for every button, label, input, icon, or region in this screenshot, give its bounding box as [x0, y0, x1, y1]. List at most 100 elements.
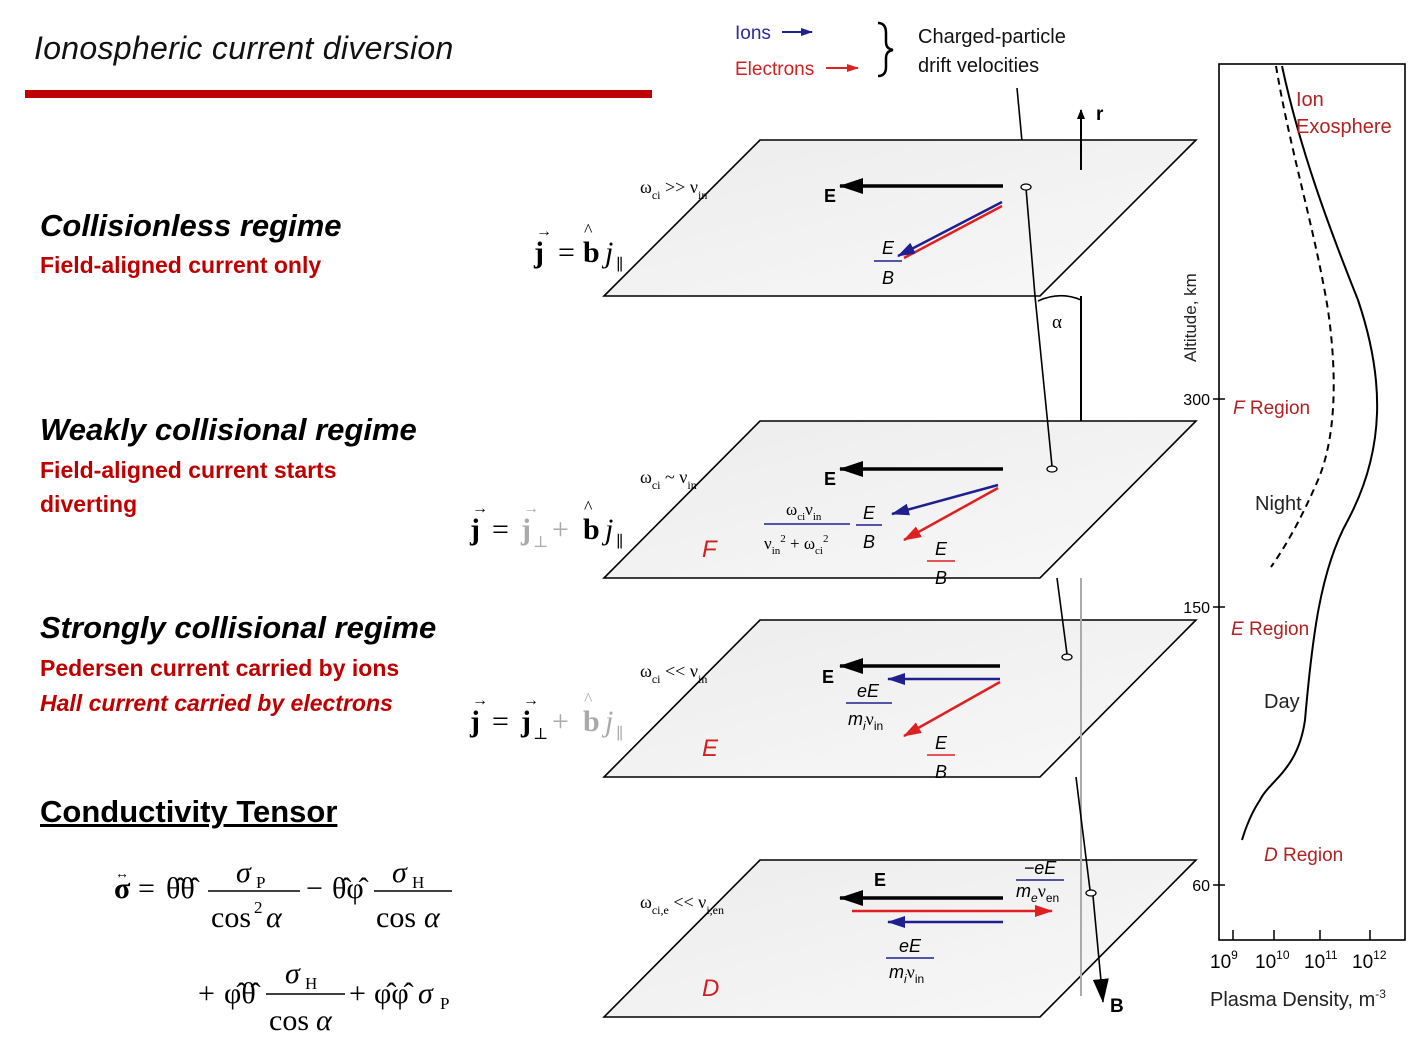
svg-text:⊥: ⊥	[533, 534, 548, 551]
f-region-label: F Region	[1233, 398, 1310, 419]
svg-text:σ: σ	[285, 957, 301, 990]
svg-text:θ̂θ̂: θ̂θ̂	[166, 872, 200, 905]
night-profile-curve	[1270, 65, 1335, 568]
alpha-label: α	[1052, 312, 1062, 333]
svg-text:σ: σ	[114, 872, 131, 905]
legend-brace	[877, 21, 894, 78]
svg-text:α: α	[424, 901, 441, 934]
svg-text:P: P	[256, 873, 265, 892]
d-region-label: D Region	[1264, 845, 1343, 866]
electron-drift-1	[903, 204, 1003, 260]
svg-text:+: +	[552, 513, 569, 546]
svg-text:2: 2	[254, 898, 263, 917]
svg-text:H: H	[412, 873, 424, 892]
b-pierce-2	[1046, 465, 1058, 473]
b-line-3	[1056, 577, 1068, 655]
svg-text:⊥: ⊥	[533, 726, 548, 743]
b-arrow	[1092, 895, 1109, 1003]
svg-text:α: α	[316, 1004, 333, 1037]
legend-caption-1: Charged-particle	[918, 26, 1066, 48]
cond-weakly: ωci ~ νin	[640, 467, 697, 492]
eb-den-3: B	[935, 762, 947, 782]
night-label: Night	[1255, 493, 1302, 515]
strongly-collisional-desc-1: Pedersen current carried by ions	[40, 655, 400, 681]
title-underline	[25, 90, 652, 98]
svg-text:^: ^	[584, 497, 593, 517]
svg-text:^: ^	[584, 220, 593, 240]
svg-text:cos: cos	[211, 901, 251, 934]
svg-text:∥: ∥	[616, 725, 623, 743]
svg-text:cos: cos	[269, 1004, 309, 1037]
plane-label-d: D	[702, 975, 719, 1002]
svg-text:=: =	[138, 872, 155, 905]
density-label-11: 1011	[1304, 948, 1338, 973]
alpha-arc	[1037, 294, 1082, 302]
b-line-2	[1034, 295, 1053, 467]
svg-text:P: P	[440, 994, 449, 1013]
e-label-1: E	[824, 186, 836, 206]
frac-wci-nu-num: ωciνin	[786, 500, 822, 523]
legend-electrons-label: Electrons	[735, 59, 814, 80]
alt-label-300: 300	[1183, 392, 1210, 409]
day-profile-curve	[1241, 65, 1379, 841]
svg-text:→: →	[523, 692, 539, 709]
svg-text:σ: σ	[236, 856, 252, 889]
b-pierce-4	[1085, 889, 1097, 897]
svg-text:b: b	[583, 236, 600, 269]
plane-e-region	[602, 619, 1198, 778]
alt-label-150: 150	[1183, 600, 1210, 617]
eq-collisionless: j → = b ^ j ∥	[533, 220, 623, 274]
svg-text:σ: σ	[418, 977, 434, 1010]
strongly-collisional-heading: Strongly collisional regime	[40, 610, 437, 645]
svg-text:j: j	[469, 513, 480, 546]
svg-text:→: →	[472, 692, 488, 709]
profile-frame	[1218, 63, 1406, 941]
b-pierce-3	[1061, 653, 1073, 661]
e-label-4: E	[874, 870, 886, 890]
svg-text:j: j	[520, 705, 531, 738]
svg-text:∥: ∥	[616, 533, 623, 551]
svg-text:+: +	[552, 705, 569, 738]
r-label: r	[1096, 104, 1104, 125]
e-label-2: E	[824, 469, 836, 489]
svg-text:∥: ∥	[616, 256, 623, 274]
b-pierce-1	[1020, 183, 1032, 191]
eE-den-4b: miνin	[889, 962, 924, 986]
legend-caption-2: drift velocities	[918, 55, 1039, 77]
density-axis-title: Plasma Density, m-3	[1210, 987, 1386, 1011]
eb-num-1: E	[882, 238, 895, 258]
plane-d-region	[602, 859, 1198, 1018]
density-label-10: 1010	[1255, 948, 1290, 973]
electron-drift-2	[903, 486, 999, 542]
cond-d: ωci,e << νi,en	[640, 892, 724, 917]
svg-text:↔: ↔	[115, 867, 129, 882]
eE-num-3: eE	[857, 681, 880, 701]
eE-num-4b: eE	[899, 936, 922, 956]
exosphere-label: Exosphere	[1296, 116, 1392, 138]
legend-ions-label: Ions	[735, 23, 771, 44]
svg-text:=: =	[492, 513, 509, 546]
svg-text:cos: cos	[376, 901, 416, 934]
eq-weakly: j → = j → ⊥ + b ^ j ∥	[469, 497, 623, 551]
eq-strongly: j → = j → ⊥ + b ^ j ∥	[469, 689, 623, 743]
eb-num-3: E	[935, 733, 948, 753]
cond-collisionless: ωci >> νin	[640, 177, 707, 202]
svg-text:+: +	[349, 977, 366, 1010]
eb-num-2b: E	[935, 539, 948, 559]
eb-den-1: B	[882, 268, 894, 288]
b-line-1	[1025, 187, 1036, 297]
collisionless-desc: Field-aligned current only	[40, 252, 322, 278]
ion-drift-1	[897, 200, 1003, 258]
plane-label-f: F	[702, 536, 718, 563]
e-label-3: E	[822, 667, 834, 687]
eE-num-4: −eE	[1024, 858, 1058, 878]
svg-text:σ: σ	[392, 856, 408, 889]
svg-text:→: →	[536, 223, 552, 240]
plane-label-e: E	[702, 735, 719, 762]
svg-text:H: H	[305, 974, 317, 993]
eE-den-3: miνin	[848, 709, 883, 733]
svg-text:θ̂φ̂: θ̂φ̂	[332, 872, 369, 905]
conductivity-tensor-heading: Conductivity Tensor	[40, 794, 338, 829]
density-label-9: 109	[1210, 948, 1238, 973]
